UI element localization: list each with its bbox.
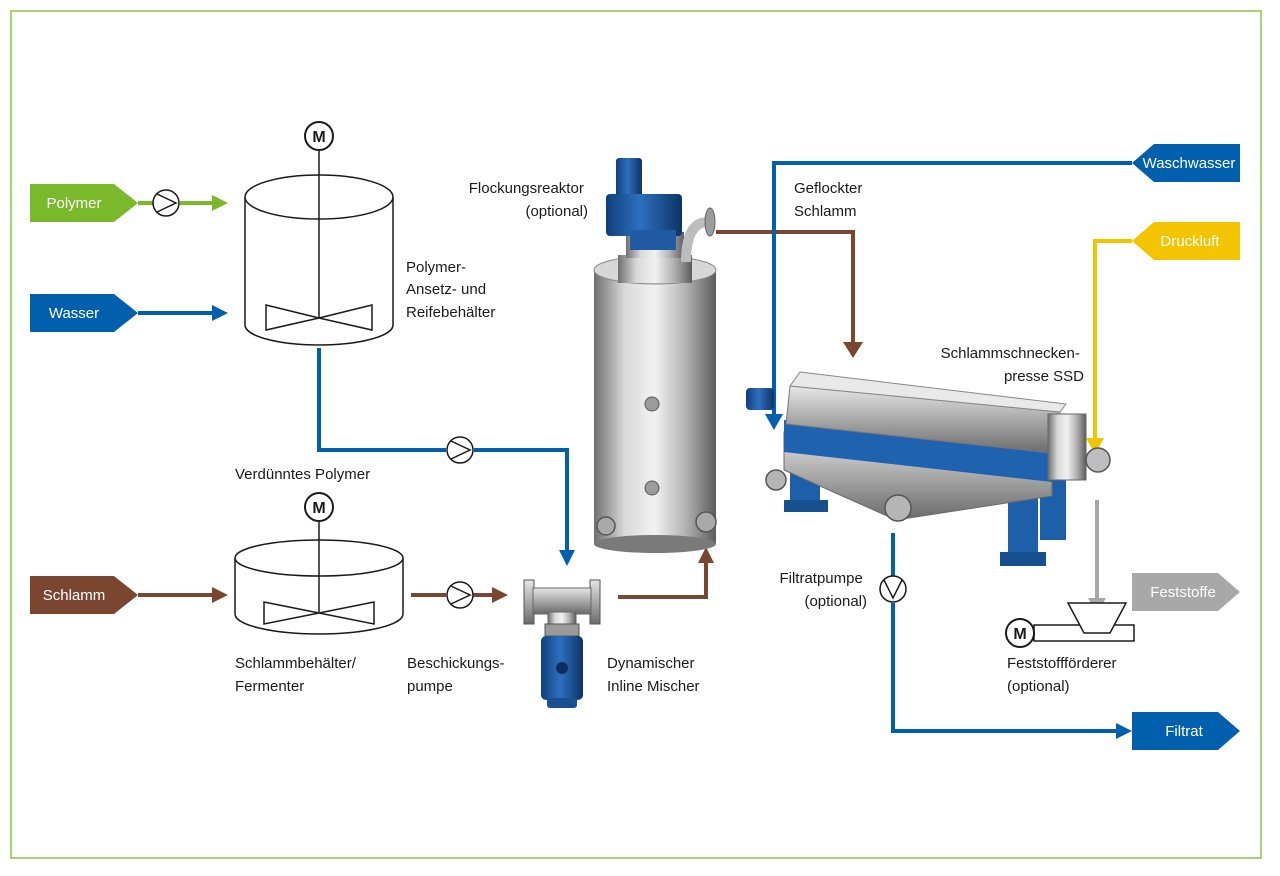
label-inline-mixer: Dynamischer Inline Mischer: [607, 655, 700, 695]
pump-icon: [879, 575, 907, 603]
label-solids-conveyor: Feststoffförderer (optional): [1007, 655, 1121, 695]
svg-text:M: M: [312, 500, 325, 517]
arrow-icon: [765, 414, 783, 430]
polymer-tank: [244, 150, 394, 346]
input-label-wasser: Wasser: [49, 305, 99, 322]
solids-conveyor: [1033, 602, 1135, 642]
input-label-polymer: Polymer: [46, 195, 101, 212]
output-label-feststoffe: Feststoffe: [1150, 584, 1216, 601]
input-tag-wasser: Wasser: [30, 294, 138, 332]
motor-icon: M: [304, 492, 334, 522]
arrow-icon: [559, 550, 575, 566]
frame-border: [10, 10, 1262, 859]
arrow-icon: [698, 547, 714, 563]
arrow-icon: [212, 195, 228, 211]
flocculation-reactor: [593, 158, 717, 553]
pipe-filtrate: [891, 533, 1116, 733]
arrow-icon: [1116, 723, 1132, 739]
input-tag-druckluft: Druckluft: [1132, 222, 1240, 260]
pipe-flocculated: [716, 230, 855, 342]
sludge-tank: [234, 522, 404, 635]
pump-icon: [446, 436, 474, 464]
pump-icon: [446, 581, 474, 609]
agitator-icon: [265, 304, 320, 331]
arrow-icon: [492, 587, 508, 603]
arrow-icon: [212, 587, 228, 603]
label-polymer-tank: Polymer- Ansetz- und Reifebehälter: [406, 259, 495, 321]
label-feed-pump: Beschickungs- pumpe: [407, 655, 509, 695]
motor-icon: M: [1005, 618, 1035, 648]
input-label-waschwasser: Waschwasser: [1143, 155, 1236, 172]
pump-icon: [152, 189, 180, 217]
input-tag-polymer: Polymer: [30, 184, 138, 222]
arrow-icon: [843, 342, 863, 358]
pipe-druckluft: [1093, 239, 1132, 438]
label-flocculation-reactor: Flockungsreaktor (optional): [469, 180, 588, 220]
pipe-mixer-reactor: [618, 563, 708, 599]
input-tag-schlamm: Schlamm: [30, 576, 138, 614]
label-sludge-tank: Schlammbehälter/ Fermenter: [235, 655, 360, 695]
pipe-waschwasser: [772, 161, 1132, 414]
output-label-filtrat: Filtrat: [1165, 723, 1203, 740]
screw-press: [746, 371, 1111, 566]
svg-text:M: M: [312, 129, 325, 146]
input-label-schlamm: Schlamm: [43, 587, 106, 604]
input-tag-waschwasser: Waschwasser: [1132, 144, 1240, 182]
agitator-icon: [263, 601, 320, 625]
input-label-druckluft: Druckluft: [1160, 233, 1220, 250]
output-tag-feststoffe: Feststoffe: [1132, 573, 1240, 611]
label-diluted-polymer: Verdünntes Polymer: [235, 466, 370, 483]
arrow-icon: [1086, 438, 1104, 454]
motor-icon: M: [304, 121, 334, 151]
output-tag-filtrat: Filtrat: [1132, 712, 1240, 750]
label-flocculated-sludge: Geflockter Schlamm: [794, 180, 867, 220]
label-filtrate-pump: Filtratpumpe (optional): [779, 570, 867, 610]
label-screw-press: Schlammschnecken- presse SSD: [941, 345, 1085, 385]
inline-mixer: [523, 579, 601, 708]
svg-text:M: M: [1013, 626, 1026, 643]
arrow-icon: [212, 305, 228, 321]
pipe-diluted-polymer: [317, 348, 569, 550]
